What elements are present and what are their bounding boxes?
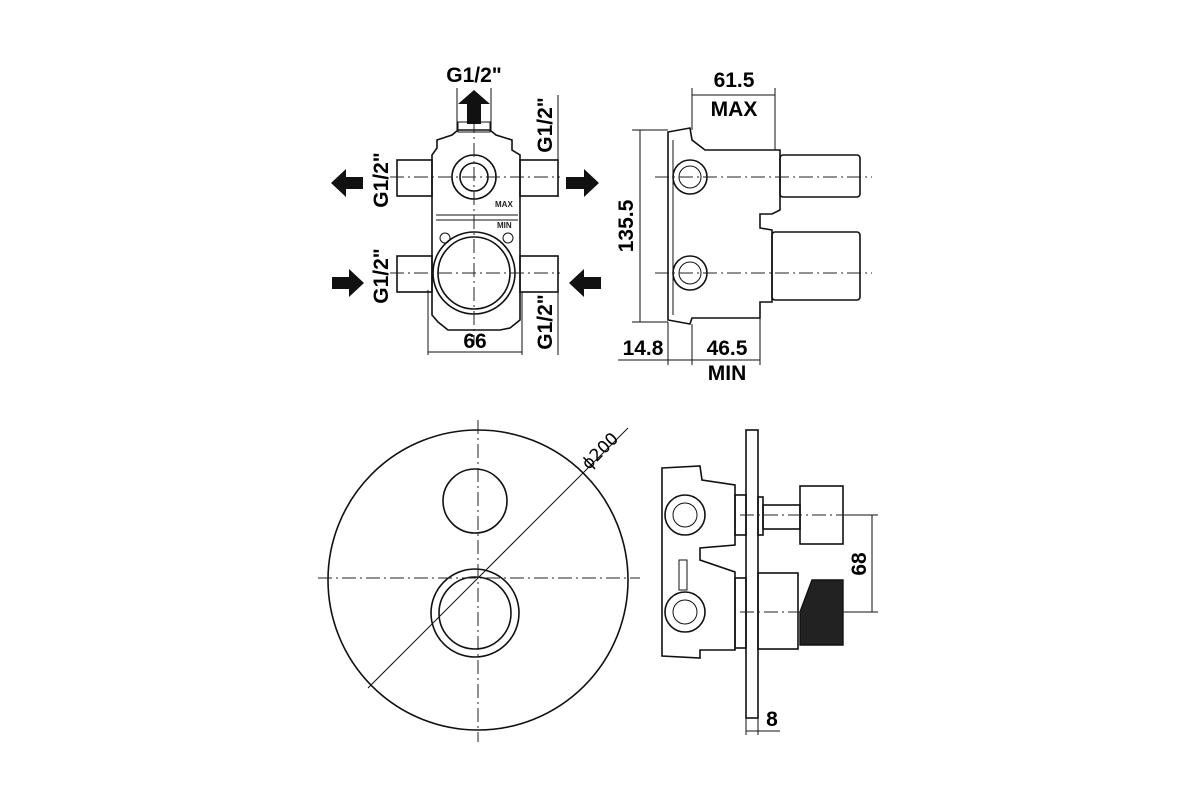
max-mark: MAX xyxy=(495,200,513,209)
port-top-label: G1/2" xyxy=(446,64,501,87)
port-lower-right-label: G1/2" xyxy=(534,294,557,349)
arrow-left-icon xyxy=(331,169,363,197)
port-upper-left-label: G1/2" xyxy=(370,152,393,207)
offset-value: 14.8 xyxy=(623,337,664,360)
side-view-body xyxy=(667,127,861,325)
side-view-dimensions xyxy=(618,88,776,365)
port-upper-right-label: G1/2" xyxy=(534,97,557,152)
width-label: 66 xyxy=(463,330,486,353)
arrow-up-icon xyxy=(458,90,490,124)
depth-min-value: 46.5 xyxy=(707,337,748,360)
arrow-right-icon xyxy=(332,269,364,297)
diameter-label: ϕ200 xyxy=(578,429,623,474)
min-mark: MIN xyxy=(497,221,512,230)
height-value: 135.5 xyxy=(615,199,638,252)
arrow-left-icon xyxy=(569,269,601,297)
axis-distance-label: 68 xyxy=(848,552,871,576)
assembly-dimensions xyxy=(745,514,878,735)
plate-front-view xyxy=(318,420,640,742)
port-lower-left-label: G1/2" xyxy=(370,248,393,303)
depth-min-caption: MIN xyxy=(708,362,747,385)
depth-max-caption: MAX xyxy=(711,98,758,121)
front-view-centerlines xyxy=(390,95,560,345)
assembly-side-view xyxy=(661,429,845,719)
depth-max-value: 61.5 xyxy=(714,69,755,92)
front-view-dimensions xyxy=(427,88,559,355)
plate-thickness-label: 8 xyxy=(766,708,778,731)
arrow-right-icon xyxy=(566,169,599,197)
side-view-centerlines xyxy=(655,176,872,274)
